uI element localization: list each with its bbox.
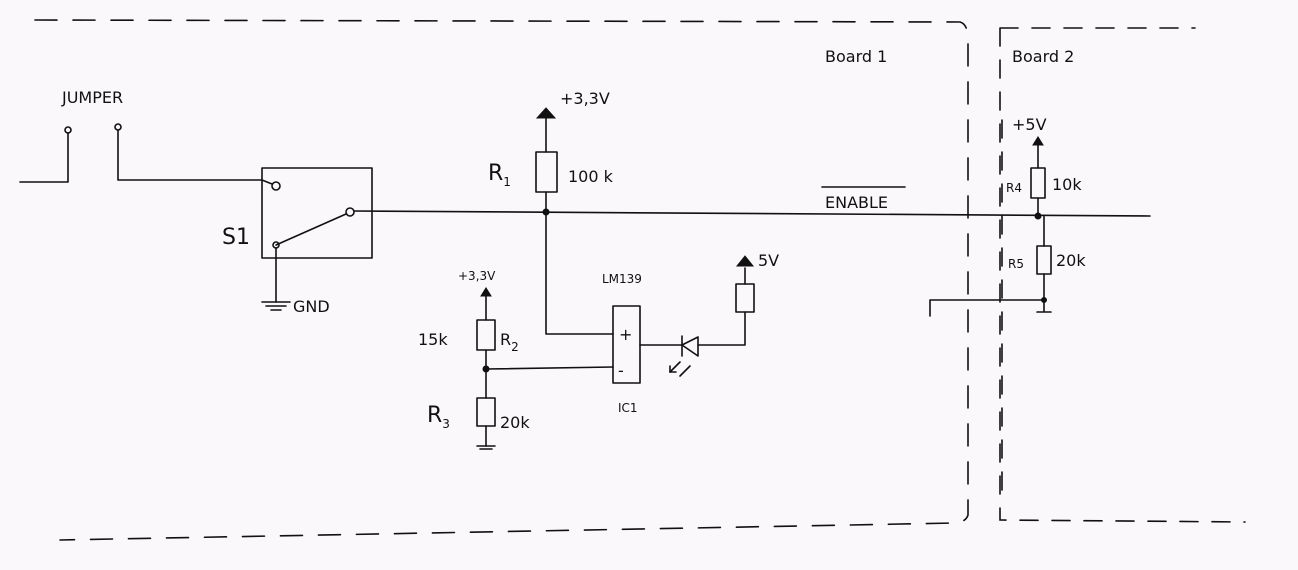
plus-label: + <box>619 325 632 344</box>
switch-s1 <box>261 167 373 311</box>
r4-label: R4 <box>1006 181 1022 195</box>
jumper <box>19 123 263 183</box>
resistor-r2 <box>476 287 614 373</box>
r5-value: 20k <box>1056 251 1086 270</box>
resistor-led-pullup <box>735 255 755 313</box>
r2-label: R2 <box>500 330 519 354</box>
v5-led-label: 5V <box>758 251 779 270</box>
board2-label: Board 2 <box>1012 47 1074 66</box>
led <box>669 311 746 377</box>
lm139-label: LM139 <box>602 272 642 286</box>
minus-label: - <box>618 361 624 380</box>
r1-label: R1 <box>488 161 511 189</box>
r4-value: 10k <box>1052 175 1082 194</box>
board1-label: Board 1 <box>825 47 887 66</box>
resistor-r1 <box>535 107 558 216</box>
v33-r2-label: +3,3V <box>458 269 496 283</box>
gnd-label: GND <box>293 297 330 316</box>
r3-label: R3 <box>427 403 450 431</box>
r3-value: 20k <box>500 413 530 432</box>
ic1-label: IC1 <box>618 401 638 415</box>
jumper-label: JUMPER <box>61 88 123 107</box>
board-outline <box>34 19 1246 541</box>
enable-label: ENABLE <box>825 193 888 212</box>
resistor-r5 <box>929 215 1052 317</box>
s1-label: S1 <box>222 225 250 250</box>
r1-value: 100 k <box>568 167 614 186</box>
r2-value: 15k <box>418 330 448 349</box>
v33-top-label: +3,3V <box>560 89 610 108</box>
v5-b2-label: +5V <box>1012 115 1047 134</box>
r5-label: R5 <box>1008 257 1024 271</box>
resistor-r3 <box>476 371 496 450</box>
resistor-r4 <box>1030 136 1046 220</box>
enable-net <box>353 210 1151 217</box>
comparator-ic1 <box>612 305 683 384</box>
